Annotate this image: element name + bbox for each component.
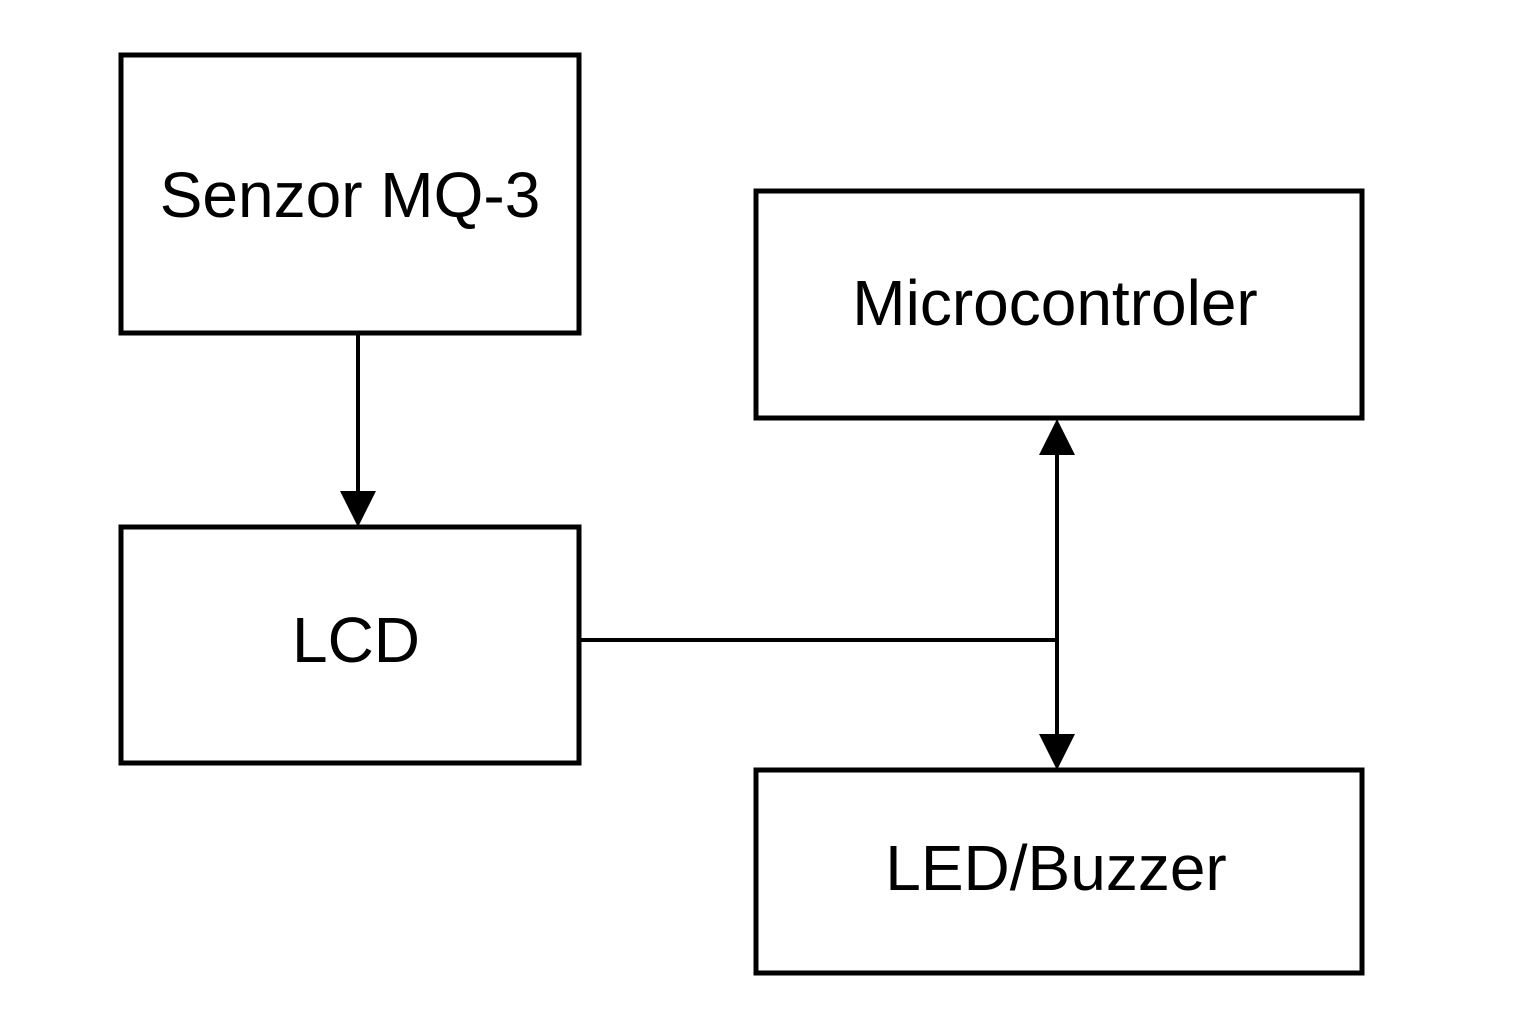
led-buzzer-block: LED/Buzzer [753,767,1365,976]
lcd-box [118,524,582,766]
sensor-to-lcd-arrow [340,333,376,527]
sensor-to-lcd-arrowhead [340,491,376,527]
microcontroller-box [753,188,1365,421]
led-buzzer-label: LED/Buzzer [885,832,1226,904]
microcontroller-arrowhead [1039,419,1075,455]
led-buzzer-box [753,767,1365,976]
microcontroller-label: Microcontroler [852,267,1257,339]
microcontroller-block: Microcontroler [753,188,1365,421]
sensor-box [118,52,582,336]
led-buzzer-arrowhead [1039,734,1075,770]
sensor-label: Senzor MQ-3 [160,159,541,231]
junction-to-led-buzzer-arrow [1039,640,1075,770]
lcd-block: LCD [118,524,582,766]
sensor-block: Senzor MQ-3 [118,52,582,336]
junction-to-microcontroller-arrow [1039,419,1075,640]
lcd-label: LCD [292,604,420,676]
